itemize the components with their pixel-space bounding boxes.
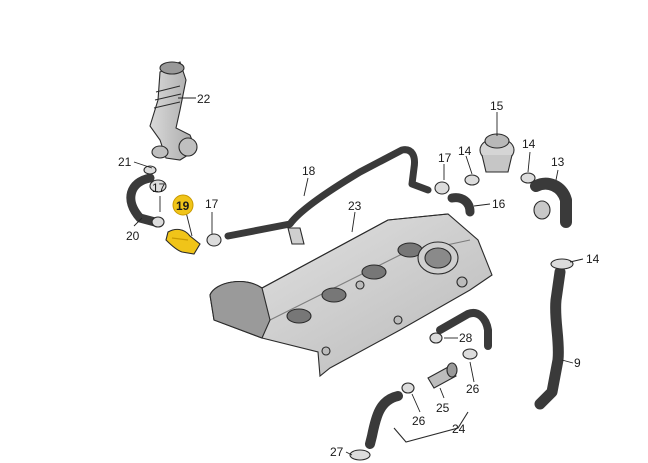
label-13: 13 <box>551 155 565 169</box>
lower-hoses-24 <box>349 309 492 461</box>
label-21: 21 <box>118 155 132 169</box>
label-18: 18 <box>302 164 316 178</box>
label-14-right: 14 <box>586 252 600 266</box>
hose-9 <box>534 258 574 410</box>
pcv-valve-15 <box>479 133 515 173</box>
label-27: 27 <box>330 445 344 459</box>
label-24: 24 <box>452 422 466 436</box>
label-17-right: 17 <box>438 151 452 165</box>
label-9: 9 <box>574 356 581 370</box>
leader-lines <box>133 97 584 456</box>
label-26-right: 26 <box>466 382 480 396</box>
label-14-left: 14 <box>458 144 472 158</box>
elbow-16 <box>434 174 480 217</box>
valve-cover <box>209 213 493 378</box>
hose-20 <box>126 165 167 228</box>
label-20: 20 <box>126 229 140 243</box>
svg-text:19: 19 <box>176 199 190 213</box>
hose-19-highlighted <box>165 228 222 255</box>
label-15: 15 <box>490 99 504 113</box>
label-19-highlighted: 19 <box>172 194 194 216</box>
label-22: 22 <box>197 92 211 106</box>
label-25: 25 <box>436 401 450 415</box>
part-labels: 22 21 17 19 17 20 18 23 17 14 15 14 13 1… <box>118 92 600 459</box>
label-19-badge <box>172 194 194 216</box>
label-17-mid: 17 <box>205 197 219 211</box>
elbow-13 <box>520 172 572 228</box>
label-16: 16 <box>492 197 506 211</box>
cover-openings <box>286 241 468 356</box>
label-28: 28 <box>459 331 473 345</box>
breather-pipe-18 <box>224 146 432 245</box>
intake-hose-22 <box>149 61 198 161</box>
label-23: 23 <box>348 199 362 213</box>
label-26-left: 26 <box>412 414 426 428</box>
label-14-mid: 14 <box>522 137 536 151</box>
label-17-left: 17 <box>152 181 166 195</box>
